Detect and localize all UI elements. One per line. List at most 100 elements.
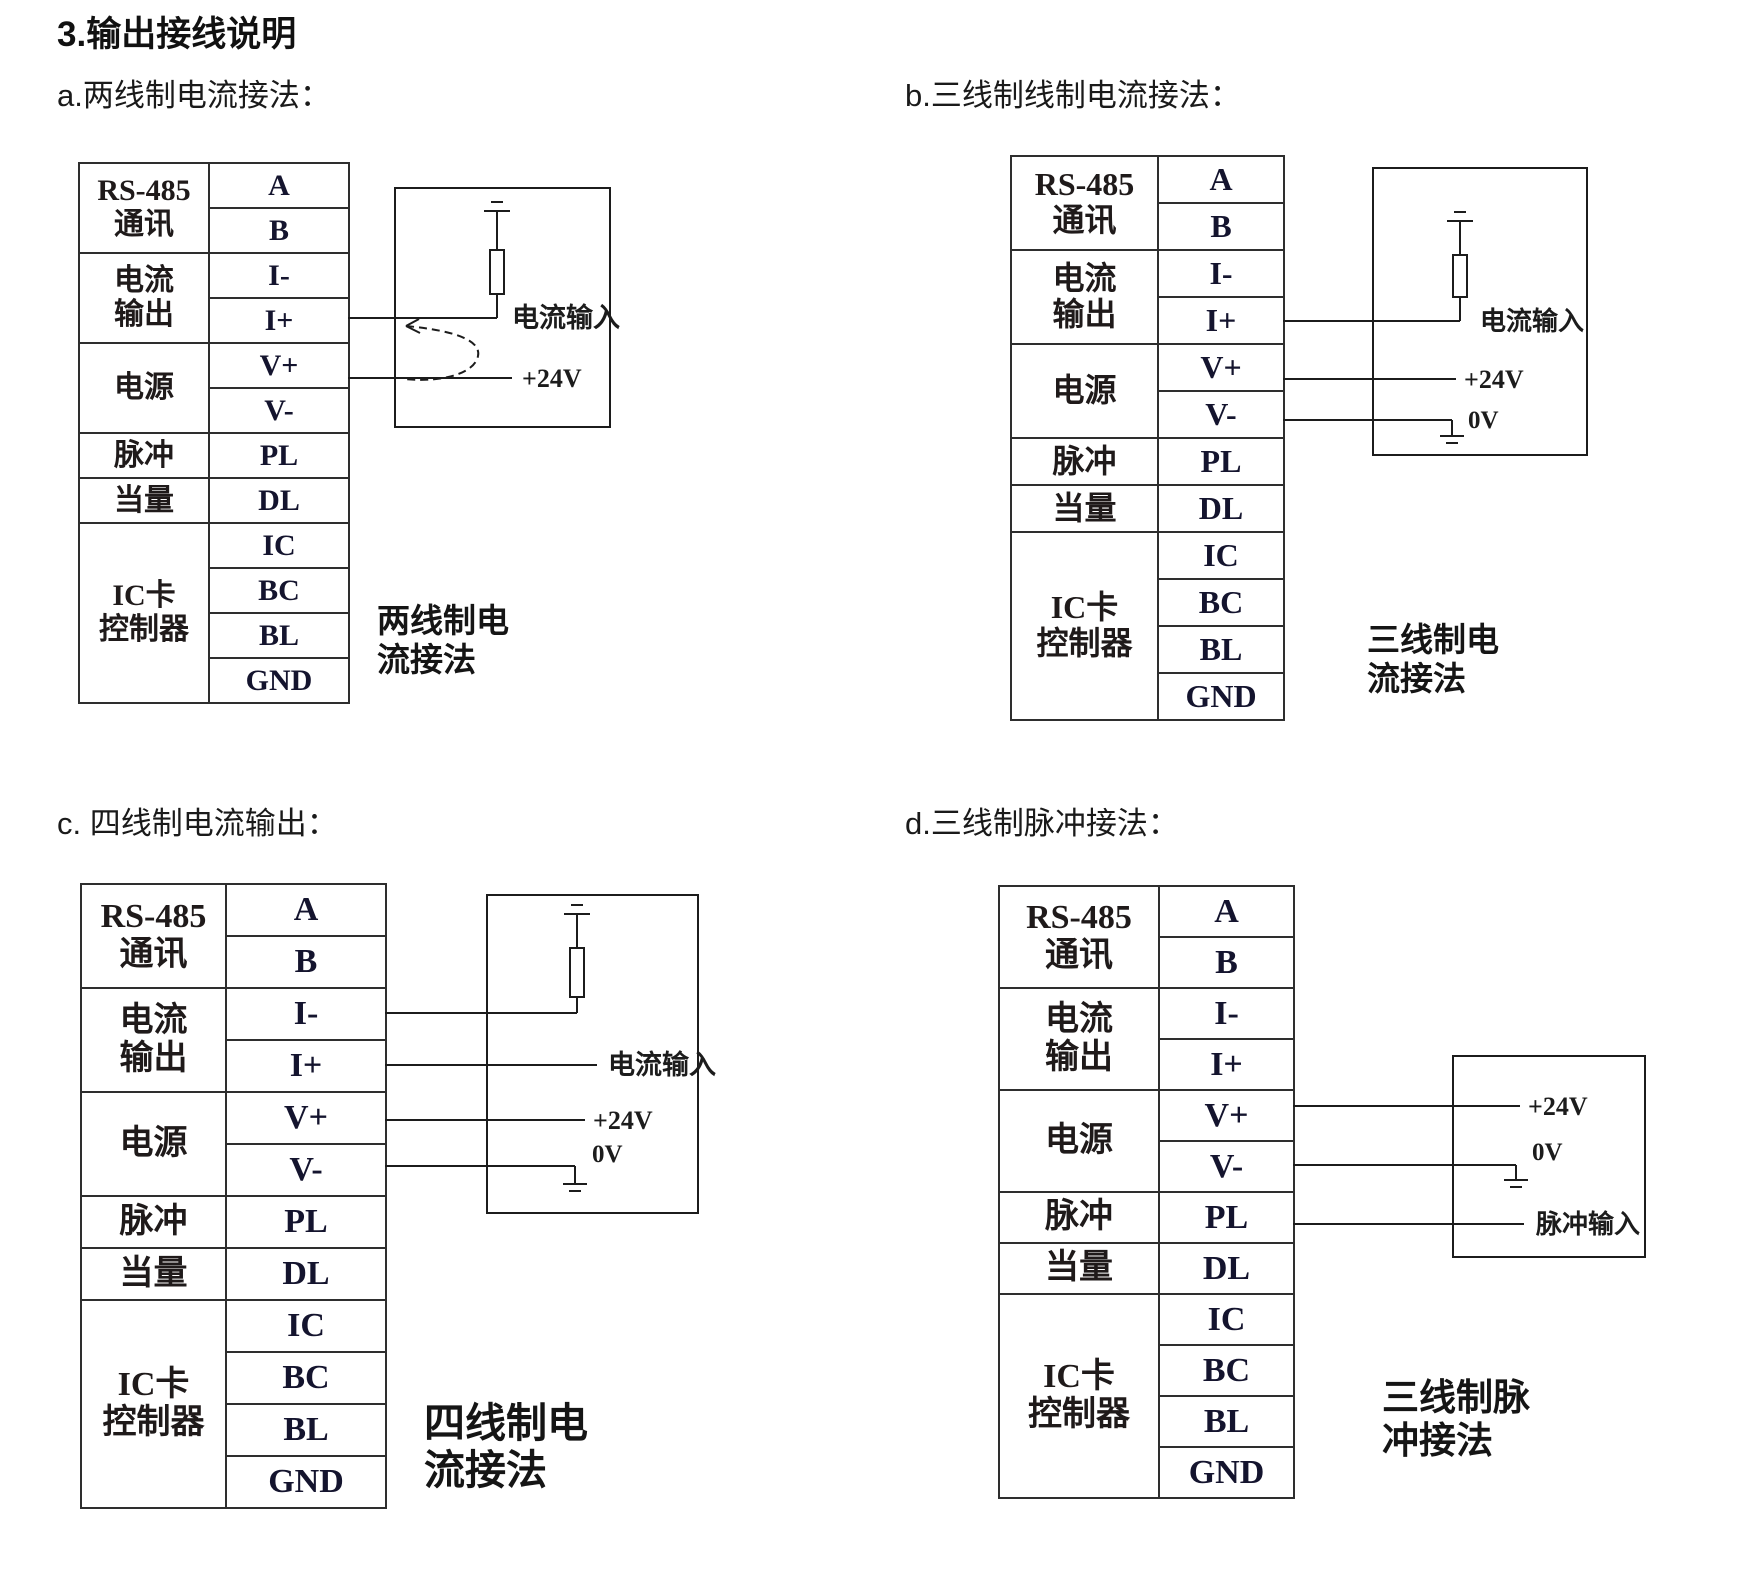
- terminal-pin-cell: I+: [208, 297, 350, 344]
- terminal-pin-cell: A: [208, 162, 350, 209]
- table-row: V-: [81, 1143, 387, 1197]
- current-loop-arrow-icon: [403, 318, 480, 381]
- terminal-pin-cell: B: [225, 935, 387, 989]
- wire-label-current-input: 电流输入: [1480, 306, 1584, 336]
- terminal-pin-cell: DL: [1158, 1242, 1295, 1295]
- caption-line: 三线制脉: [1382, 1378, 1530, 1419]
- terminal-pin-cell: I-: [1158, 987, 1295, 1040]
- terminal-pin-cell: PL: [1158, 1191, 1295, 1244]
- terminal-group-label: 控制器: [102, 1404, 205, 1441]
- terminal-pin-cell: V-: [225, 1143, 387, 1197]
- ground-icon: [1504, 1179, 1528, 1188]
- terminal-group-label: 当量: [1052, 489, 1117, 526]
- terminal-group-label: 电源: [1045, 1121, 1113, 1159]
- resistor-icon: [489, 249, 505, 295]
- table-row: BC: [79, 567, 350, 614]
- caption-line: 流接法: [1367, 662, 1466, 698]
- terminal-pin-cell: B: [1158, 936, 1295, 989]
- terminal-group-label: 电流: [1052, 260, 1117, 297]
- diagram-a: 电流输入 +24V: [348, 187, 620, 428]
- table-row: BC: [1011, 578, 1285, 627]
- terminal-group-label: 通讯: [119, 936, 188, 973]
- diagram-a-caption: 两线制电 流接法: [377, 603, 509, 681]
- terminal-group-label: 当量: [119, 1254, 188, 1292]
- terminal-pin-cell: DL: [1157, 484, 1285, 533]
- terminal-pin-cell: PL: [208, 432, 350, 479]
- table-row: GND: [999, 1446, 1295, 1499]
- terminal-group-label: 脉冲: [1045, 1198, 1113, 1236]
- terminal-group-label: IC卡: [1050, 589, 1119, 626]
- wiring-box: [486, 894, 699, 1214]
- wire-label-0v: 0V: [1468, 407, 1499, 434]
- table-row: GND: [1011, 672, 1285, 721]
- diagram-c-caption: 四线制电 流接法: [424, 1400, 588, 1494]
- terminal-group-cell: 脉冲: [998, 1191, 1160, 1244]
- terminal-pin-cell: V+: [1157, 343, 1285, 392]
- terminal-pin-cell: BL: [225, 1403, 387, 1457]
- terminal-pin-cell: B: [208, 207, 350, 254]
- terminal-pin-cell: GND: [208, 657, 350, 704]
- ground-icon: [564, 904, 590, 948]
- table-row: 脉冲 PL: [1010, 437, 1285, 486]
- terminal-group-cell: 脉冲: [78, 432, 210, 479]
- terminal-pin-cell: IC: [225, 1299, 387, 1353]
- diagram-d-caption: 三线制脉 冲接法: [1382, 1377, 1530, 1463]
- table-row: I+: [1011, 296, 1285, 345]
- terminal-group-label: RS-485: [1026, 898, 1132, 936]
- caption-line: 两线制电: [377, 604, 509, 640]
- terminal-pin-cell: BC: [1157, 578, 1285, 627]
- terminal-pin-cell: B: [1157, 202, 1285, 251]
- wire-label-current-input: 电流输入: [608, 1049, 716, 1080]
- terminal-group-cell: 电源: [1010, 343, 1159, 439]
- terminal-pin-cell: V-: [1157, 390, 1285, 439]
- table-row: 脉冲 PL: [998, 1191, 1295, 1244]
- wire-label-24v: +24V: [1528, 1092, 1588, 1121]
- terminal-pin-cell: A: [1158, 885, 1295, 938]
- terminal-group-label: 脉冲: [114, 438, 174, 472]
- terminal-group-cell: 当量: [1010, 484, 1159, 533]
- table-row: BC: [999, 1344, 1295, 1397]
- terminal-group-cell: IC卡控制器: [998, 1293, 1160, 1499]
- table-row: BL: [999, 1395, 1295, 1448]
- terminal-group-label: 脉冲: [1052, 442, 1117, 479]
- caption-line: 四线制电: [424, 1400, 588, 1446]
- table-row: BC: [81, 1351, 387, 1405]
- terminal-pin-cell: BC: [1158, 1344, 1295, 1397]
- terminal-pin-cell: V+: [1158, 1089, 1295, 1142]
- terminal-group-label: 控制器: [1036, 625, 1133, 661]
- terminal-group-label: 电流: [119, 1001, 188, 1039]
- ground-icon: [1440, 435, 1464, 444]
- wire-label-current-input: 电流输入: [512, 302, 620, 333]
- terminal-group-cell: 电源: [998, 1089, 1160, 1193]
- terminal-group-label: RS-485: [100, 897, 207, 935]
- wiring-box: [1372, 167, 1588, 456]
- terminal-group-cell: 当量: [80, 1247, 227, 1301]
- diagram-b: 电流输入 +24V 0V: [1283, 167, 1588, 456]
- terminal-pin-cell: PL: [1157, 437, 1285, 486]
- terminal-group-label: 输出: [1052, 296, 1117, 332]
- table-row: 电源 V+: [998, 1089, 1295, 1193]
- terminal-group-label: 当量: [114, 483, 174, 517]
- terminal-group-label: 控制器: [1028, 1396, 1130, 1433]
- terminal-group-label: 电源: [114, 371, 174, 405]
- terminal-group-label: 电源: [1052, 372, 1117, 409]
- table-row: GND: [79, 657, 350, 704]
- terminal-group-cell: 电源: [80, 1091, 227, 1197]
- wire-label-0v: 0V: [1532, 1139, 1563, 1166]
- table-row: V-: [79, 387, 350, 434]
- table-row: 当量 DL: [1010, 484, 1285, 533]
- terminal-pin-cell: I+: [1157, 296, 1285, 345]
